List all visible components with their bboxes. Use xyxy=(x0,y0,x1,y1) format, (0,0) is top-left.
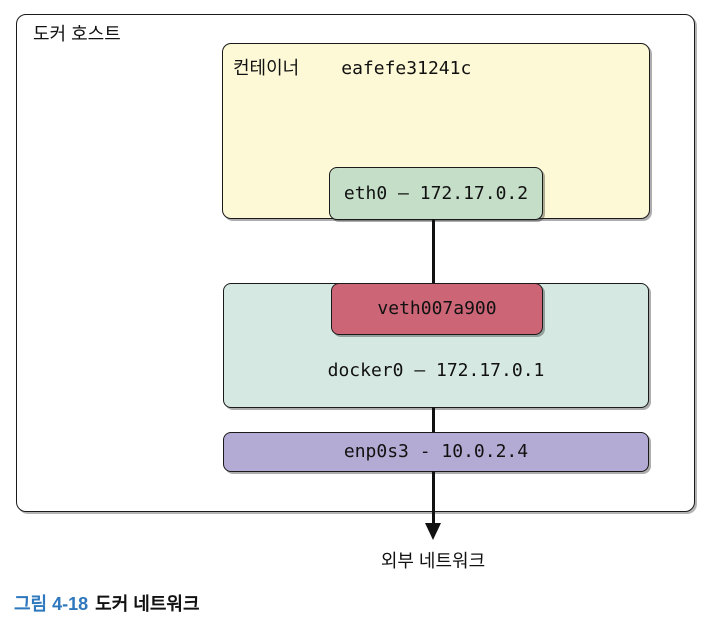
container-title-row: 컨테이너 eafefe31241c xyxy=(233,54,471,80)
figure-caption-number: 그림 4-18 xyxy=(14,594,89,614)
arrow-down-icon xyxy=(425,523,441,540)
eth0-interface-box: eth0 – 172.17.0.2 xyxy=(329,167,543,220)
connector-eth0-to-veth xyxy=(432,219,435,284)
docker-host-label: 도커 호스트 xyxy=(33,24,121,44)
container-id: eafefe31241c xyxy=(341,58,472,79)
enp0s3-interface-box: enp0s3 - 10.0.2.4 xyxy=(223,432,649,472)
connector-docker0-to-enp0s3 xyxy=(432,407,435,432)
external-network-label: 외부 네트워크 xyxy=(380,551,486,571)
figure-caption: 그림 4-18 도커 네트워크 xyxy=(14,590,200,616)
container-label: 컨테이너 xyxy=(233,58,300,78)
docker0-bridge-label: docker0 – 172.17.0.1 xyxy=(327,360,545,381)
figure-caption-title: 도커 네트워크 xyxy=(95,594,200,614)
veth-interface-box: veth007a900 xyxy=(331,283,543,335)
connector-enp0s3-to-external xyxy=(432,471,435,524)
